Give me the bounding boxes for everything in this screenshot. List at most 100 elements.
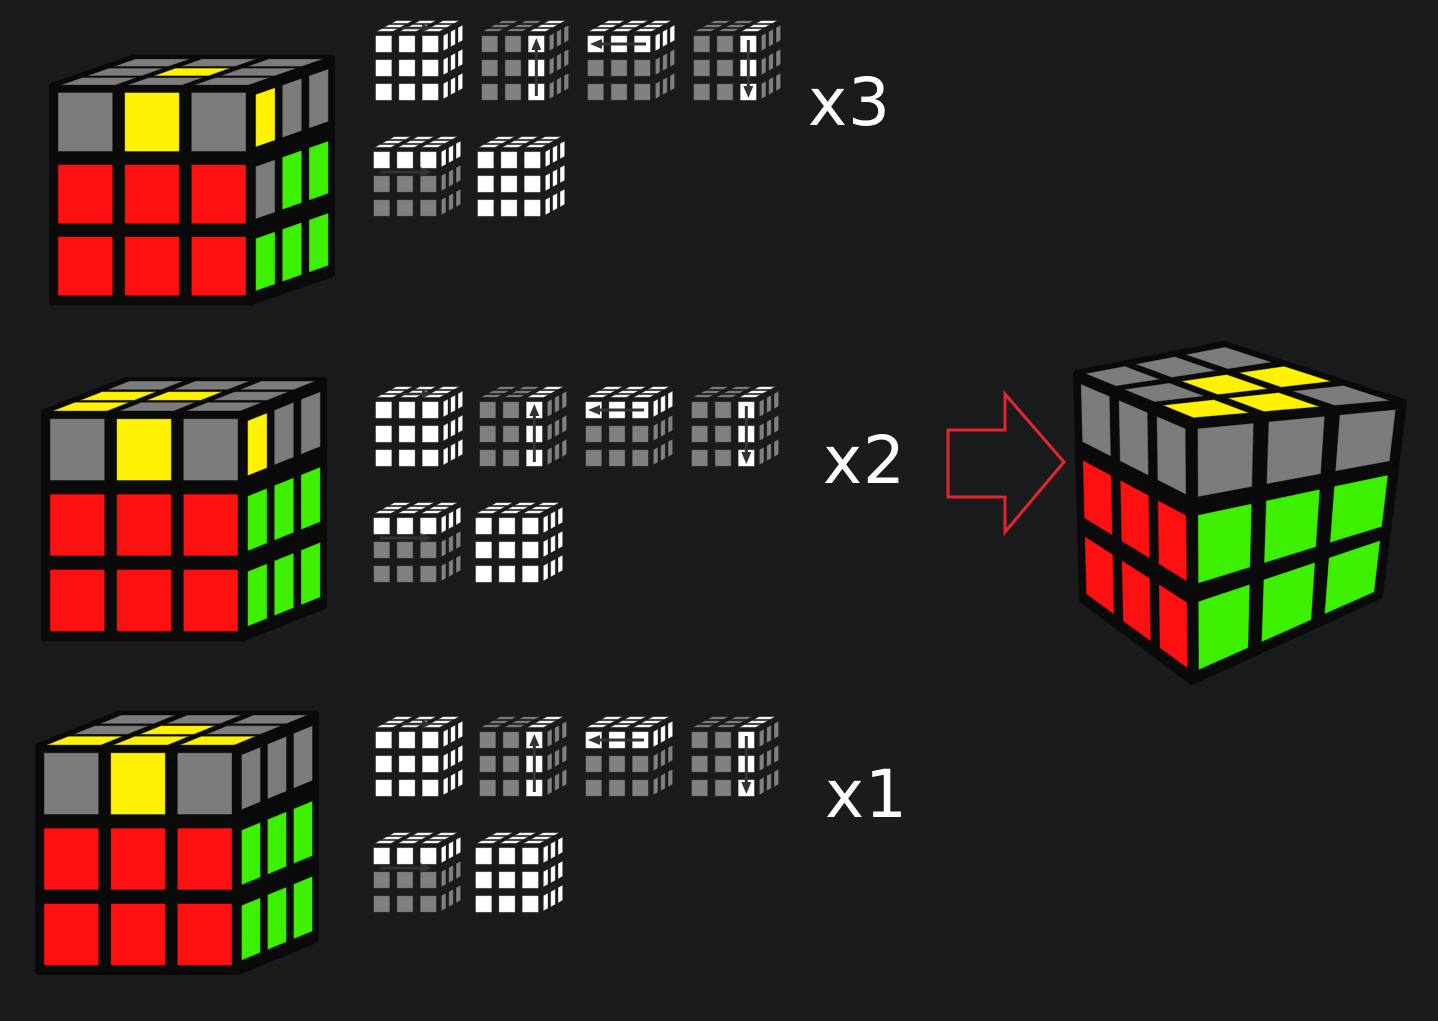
move-diagram-move-f [472,134,568,222]
move-front-sticker [502,755,520,773]
move-top-sticker [530,506,553,510]
result-right-sticker [1197,503,1253,584]
move-top-sticker [537,832,560,836]
move-side-sticker [546,776,553,796]
side-sticker [308,140,329,201]
move-side-sticker [766,772,772,792]
move-front-sticker [419,565,437,583]
move-top-sticker [397,144,420,148]
move-side-sticker [440,538,447,558]
move-side-sticker [450,28,456,48]
move-front-sticker [610,59,628,77]
move-side-sticker [546,446,553,466]
move-side-sticker [457,24,464,44]
move-front-sticker [375,755,393,773]
move-side-sticker [652,728,659,748]
side-sticker [273,401,295,466]
move-top-sticker [753,716,776,720]
move-front-sticker [373,871,391,889]
move-diagram-move-a [370,18,466,106]
side-sticker [308,212,329,273]
move-top-sticker [494,716,518,720]
move-side-sticker [457,72,464,92]
move-top-sticker [499,840,522,844]
move-side-sticker [766,418,772,438]
move-top-sticker [482,28,505,32]
move-side-sticker [455,140,462,160]
move-top-sticker [514,832,537,836]
move-side-sticker [773,720,780,740]
move-top-sticker [420,144,444,148]
move-sequence-row-2 [368,384,782,588]
move-front-sticker [585,449,603,467]
left-arrowhead-icon [590,39,602,49]
move-side-sticker [550,510,556,530]
move-top-sticker [616,390,640,394]
side-sticker [255,231,276,292]
move-top-sticker [390,20,414,24]
move-side-sticker [542,844,549,864]
move-side-sticker [768,52,774,72]
front-sticker [49,493,106,557]
move-front-sticker [714,425,732,443]
move-side-sticker [542,892,549,912]
move-front-sticker [498,517,516,535]
move-side-sticker [440,844,447,864]
move-side-sticker [775,72,782,92]
move-side-sticker [450,76,456,96]
top-sticker [205,725,283,735]
move-top-sticker [616,720,640,724]
move-side-sticker [442,32,449,52]
front-sticker [49,568,106,632]
move-front-sticker [523,199,541,217]
move-top-sticker [534,720,557,724]
move-top-sticker [640,720,663,724]
move-side-sticker [758,752,765,772]
move-side-sticker [455,884,462,904]
move-top-sticker [376,28,399,32]
move-side-sticker [556,28,562,48]
move-top-sticker [508,140,532,144]
move-front-sticker [477,199,495,217]
move-front-sticker [691,425,709,443]
front-sticker [116,493,172,557]
top-sticker [212,391,290,401]
result-top-sticker [1227,392,1321,413]
move-top-sticker [593,720,616,724]
up-arrowhead-icon [529,404,540,416]
move-side-sticker [546,728,553,748]
move-front-sticker [610,83,628,101]
move-front-sticker [716,35,734,53]
move-diagram-move-f [470,500,566,588]
top-sticker [138,725,216,735]
top-arrowhead-icon [422,24,432,32]
move-top-sticker [404,140,428,144]
side-sticker [241,821,261,886]
move-front-sticker [396,517,414,535]
move-front-sticker [714,779,732,797]
move-front-sticker [479,779,497,797]
move-top-sticker [503,394,526,398]
move-side-sticker [455,836,462,856]
front-sticker [57,163,114,225]
move-side-sticker [440,868,447,888]
front-sticker [124,235,180,297]
move-top-sticker [522,510,546,514]
move-side-sticker [552,168,558,188]
move-top-sticker [388,502,412,506]
right-arrowhead-icon [420,167,432,177]
move-front-sticker [396,175,414,193]
move-front-sticker [500,151,518,169]
move-side-sticker [552,192,558,212]
move-front-sticker [419,151,437,169]
move-top-sticker [414,20,437,24]
top-sticker [193,77,271,86]
move-top-sticker [487,390,510,394]
move-front-sticker [521,895,539,913]
move-front-sticker [500,175,518,193]
result-cube [1073,341,1407,685]
front-sticker [43,902,100,966]
move-front-sticker [521,871,539,889]
move-front-sticker [479,401,497,419]
move-front-sticker [504,35,522,53]
